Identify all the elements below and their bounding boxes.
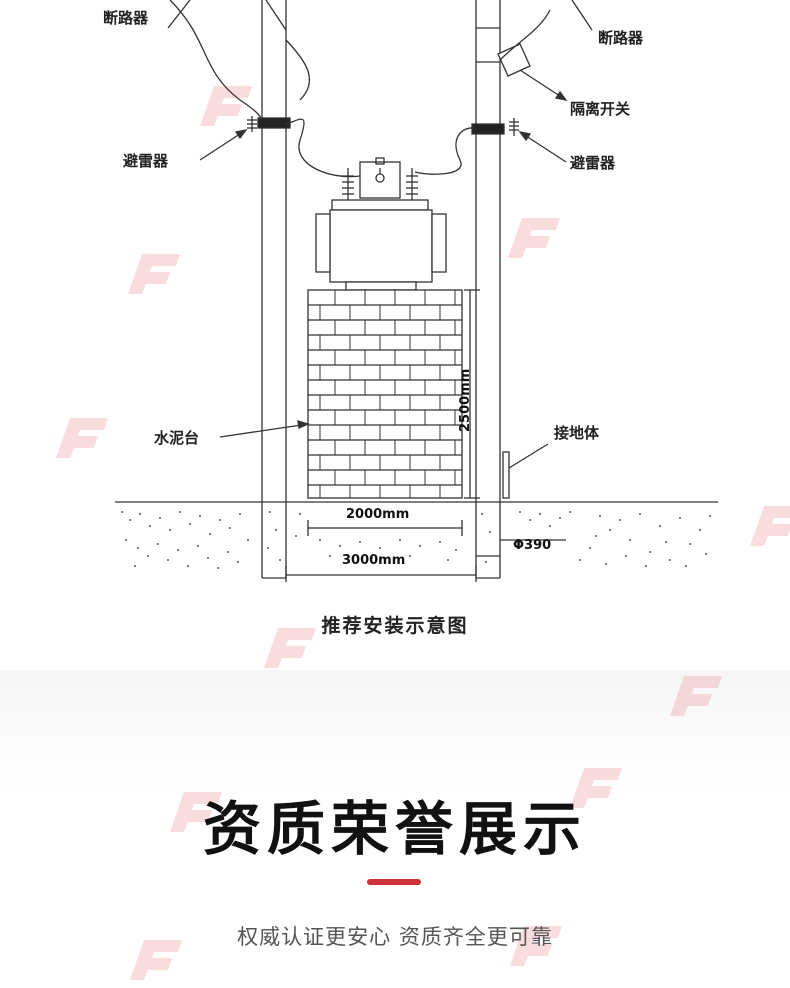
right-pole <box>471 0 505 579</box>
dim-platform-height: 2500mm <box>458 368 473 432</box>
installation-diagram: 断路器 断路器 隔离开关 避雷器 避雷器 水泥台 接地体 2000mm 3000… <box>103 0 718 637</box>
label-breaker-left: 断路器 <box>103 9 149 27</box>
soil-texture <box>121 511 711 569</box>
isolating-switch-box <box>497 43 568 101</box>
brand-logo-watermark-icon <box>570 768 622 808</box>
brand-logo-watermark-icon <box>200 86 252 126</box>
transformer-drawing <box>315 157 447 291</box>
diagram-drawing <box>115 0 718 582</box>
arrester-left-drawing <box>199 116 257 161</box>
left-pole <box>257 0 291 579</box>
section-subtitle: 权威认证更安心 资质齐全更可靠 <box>237 925 553 949</box>
platform-leader <box>219 423 309 438</box>
label-isolating-switch: 隔离开关 <box>570 100 631 118</box>
label-grounding-body: 接地体 <box>554 424 600 442</box>
arrester-right-drawing <box>509 118 567 163</box>
dim-pole-spacing: 3000mm <box>342 553 406 568</box>
grounding-rod <box>502 451 510 499</box>
honors-section-background <box>0 670 790 983</box>
brand-logo-watermark-icon <box>128 254 180 294</box>
cement-platform-drawing <box>307 289 463 499</box>
brand-logo-watermark-icon <box>264 628 316 668</box>
dim-pole-diameter: Φ390 <box>513 538 552 553</box>
brand-logo-watermark-icon <box>750 506 790 546</box>
label-arrester-left: 避雷器 <box>123 152 169 170</box>
brand-logo-watermark-icon <box>56 418 108 458</box>
brand-logo-watermark-icon <box>170 792 222 832</box>
brick-joints <box>319 290 456 498</box>
dim-platform-width: 2000mm <box>346 507 410 522</box>
diagram-caption: 推荐安装示意图 <box>321 615 469 637</box>
label-cement-platform: 水泥台 <box>154 429 200 447</box>
brand-logo-watermark-icon <box>508 218 560 258</box>
label-arrester-right: 避雷器 <box>570 154 616 172</box>
brand-logo-watermark-icon <box>510 926 562 966</box>
label-breaker-right: 断路器 <box>598 29 644 47</box>
brand-logo-watermark-icon <box>670 676 722 716</box>
brand-logo-watermark-icon <box>130 940 182 980</box>
title-accent-bar <box>367 879 421 885</box>
section-title: 资质荣誉展示 <box>202 795 587 863</box>
